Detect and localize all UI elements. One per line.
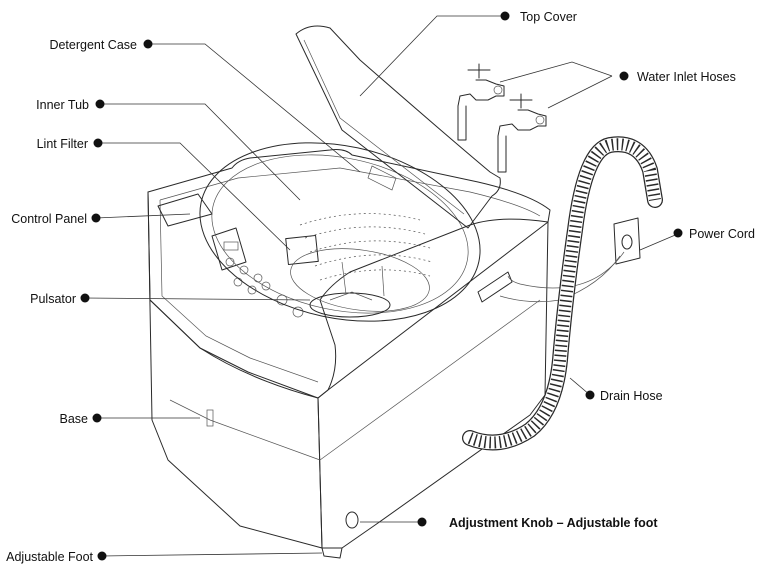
callout-lint-filter: Lint Filter bbox=[37, 137, 103, 151]
callout-adjustment-knob: Adjustment Knob – Adjustable foot bbox=[417, 516, 658, 530]
washer-body bbox=[147, 149, 551, 559]
callout-power-cord: Power Cord bbox=[673, 227, 755, 241]
label-base: Base bbox=[60, 412, 89, 426]
callout-inner-tub: Inner Tub bbox=[36, 98, 105, 112]
callout-adjustable-foot: Adjustable Foot bbox=[6, 550, 107, 564]
label-power-cord: Power Cord bbox=[689, 227, 755, 241]
faucet-1 bbox=[457, 63, 505, 141]
label-adjustable-foot: Adjustable Foot bbox=[6, 550, 93, 564]
adjustment-knob-marker bbox=[345, 511, 359, 529]
callout-control-panel: Control Panel bbox=[11, 212, 101, 226]
label-inner-tub: Inner Tub bbox=[36, 98, 89, 112]
callout-detergent-case: Detergent Case bbox=[49, 38, 153, 52]
callout-base: Base bbox=[60, 412, 102, 426]
tub-perforations bbox=[299, 213, 433, 281]
leader-lines bbox=[84, 15, 681, 557]
callout-water-inlet-hoses: Water Inlet Hoses bbox=[619, 70, 736, 84]
label-pulsator: Pulsator bbox=[30, 292, 76, 306]
faucet-2 bbox=[497, 93, 547, 173]
label-drain-hose: Drain Hose bbox=[600, 389, 663, 403]
label-lint-filter: Lint Filter bbox=[37, 137, 88, 151]
label-adjustment-knob: Adjustment Knob – Adjustable foot bbox=[449, 516, 658, 530]
label-control-panel: Control Panel bbox=[11, 212, 87, 226]
top-cover-graphic bbox=[295, 25, 501, 229]
callout-pulsator: Pulsator bbox=[30, 292, 90, 306]
callout-top-cover: Top Cover bbox=[500, 10, 577, 24]
label-detergent-case: Detergent Case bbox=[49, 38, 137, 52]
drain-hose-graphic bbox=[462, 136, 663, 451]
callout-drain-hose: Drain Hose bbox=[585, 389, 663, 403]
label-water-inlet-hoses: Water Inlet Hoses bbox=[637, 70, 736, 84]
inner-tub-graphic bbox=[199, 142, 481, 322]
label-top-cover: Top Cover bbox=[520, 10, 577, 24]
